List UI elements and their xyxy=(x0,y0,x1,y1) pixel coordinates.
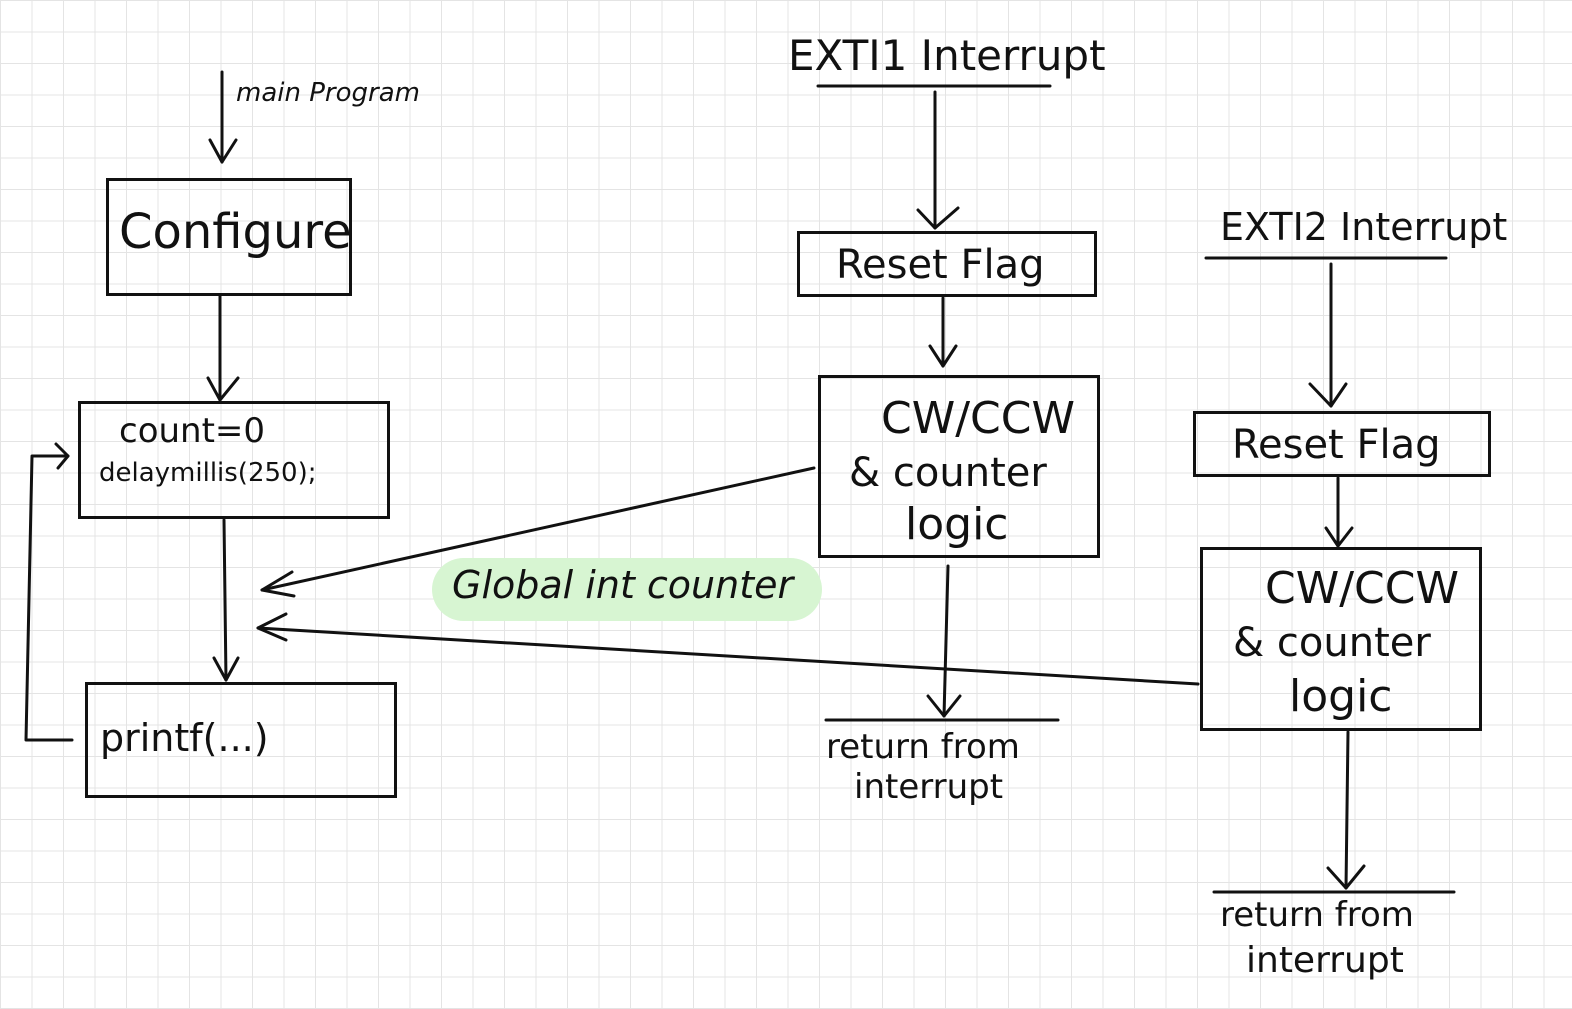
exti2-return-line2: interrupt xyxy=(1246,940,1404,981)
main-program-label: main Program xyxy=(236,78,420,108)
configure-to-loop-arrowhead xyxy=(206,376,240,402)
global-counter-label: Global int counter xyxy=(452,563,794,607)
exti2-logic-line3: logic xyxy=(1289,671,1393,722)
exti2-logic-to-return-arrow xyxy=(1344,730,1350,890)
count-reset-label: count=0 xyxy=(119,411,266,451)
exti2-logic-line2: & counter xyxy=(1233,620,1431,666)
exti1-title: EXTI1 Interrupt xyxy=(788,31,1106,80)
printf-label: printf(...) xyxy=(100,716,269,760)
exti2-logic-to-return-arrowhead xyxy=(1326,864,1366,890)
exti1-to-reset-arrowhead xyxy=(916,206,960,230)
configure-box: Configure xyxy=(106,178,352,296)
delay-label: delaymillis(250); xyxy=(99,458,317,488)
exti2-reset-to-logic-arrowhead xyxy=(1324,526,1354,548)
loop-box: count=0 delaymillis(250); xyxy=(78,401,390,519)
exti1-to-global-arrowhead xyxy=(260,570,296,598)
exti2-to-reset-arrowhead xyxy=(1308,382,1348,408)
exti2-return-line1: return from xyxy=(1220,895,1414,935)
loop-to-printf-arrowhead xyxy=(212,656,240,682)
entry-arrowhead xyxy=(208,138,238,164)
exti2-logic-box: CW/CCW & counter logic xyxy=(1200,547,1482,731)
exti1-logic-to-return-arrow xyxy=(942,564,950,718)
exti2-reset-box: Reset Flag xyxy=(1193,411,1491,477)
exti1-logic-line2: & counter xyxy=(849,450,1047,496)
exti1-logic-box: CW/CCW & counter logic xyxy=(818,375,1100,558)
configure-label: Configure xyxy=(119,204,352,260)
exti1-logic-line3: logic xyxy=(905,499,1009,550)
loop-back-arrowhead xyxy=(54,442,70,470)
exti1-reset-box: Reset Flag xyxy=(797,231,1097,297)
exti1-reset-label: Reset Flag xyxy=(836,242,1045,288)
exti1-return-line1: return from xyxy=(826,727,1020,767)
printf-box: printf(...) xyxy=(85,682,397,798)
loop-back-arrow xyxy=(24,454,74,742)
exti1-logic-line1: CW/CCW xyxy=(881,393,1076,444)
loop-to-printf-arrow xyxy=(222,518,228,682)
exti1-reset-to-logic-arrowhead xyxy=(928,344,958,368)
exti1-logic-to-return-arrowhead xyxy=(926,694,962,718)
exti2-reset-label: Reset Flag xyxy=(1232,422,1441,468)
global-counter-highlight xyxy=(432,558,822,621)
exti1-return-line2: interrupt xyxy=(854,767,1004,807)
exti2-to-global-arrow xyxy=(256,626,1200,686)
exti2-title: EXTI2 Interrupt xyxy=(1220,205,1508,249)
exti2-logic-line1: CW/CCW xyxy=(1265,563,1460,614)
exti2-to-global-arrowhead xyxy=(256,612,288,642)
exti1-to-global-arrow xyxy=(260,466,816,592)
